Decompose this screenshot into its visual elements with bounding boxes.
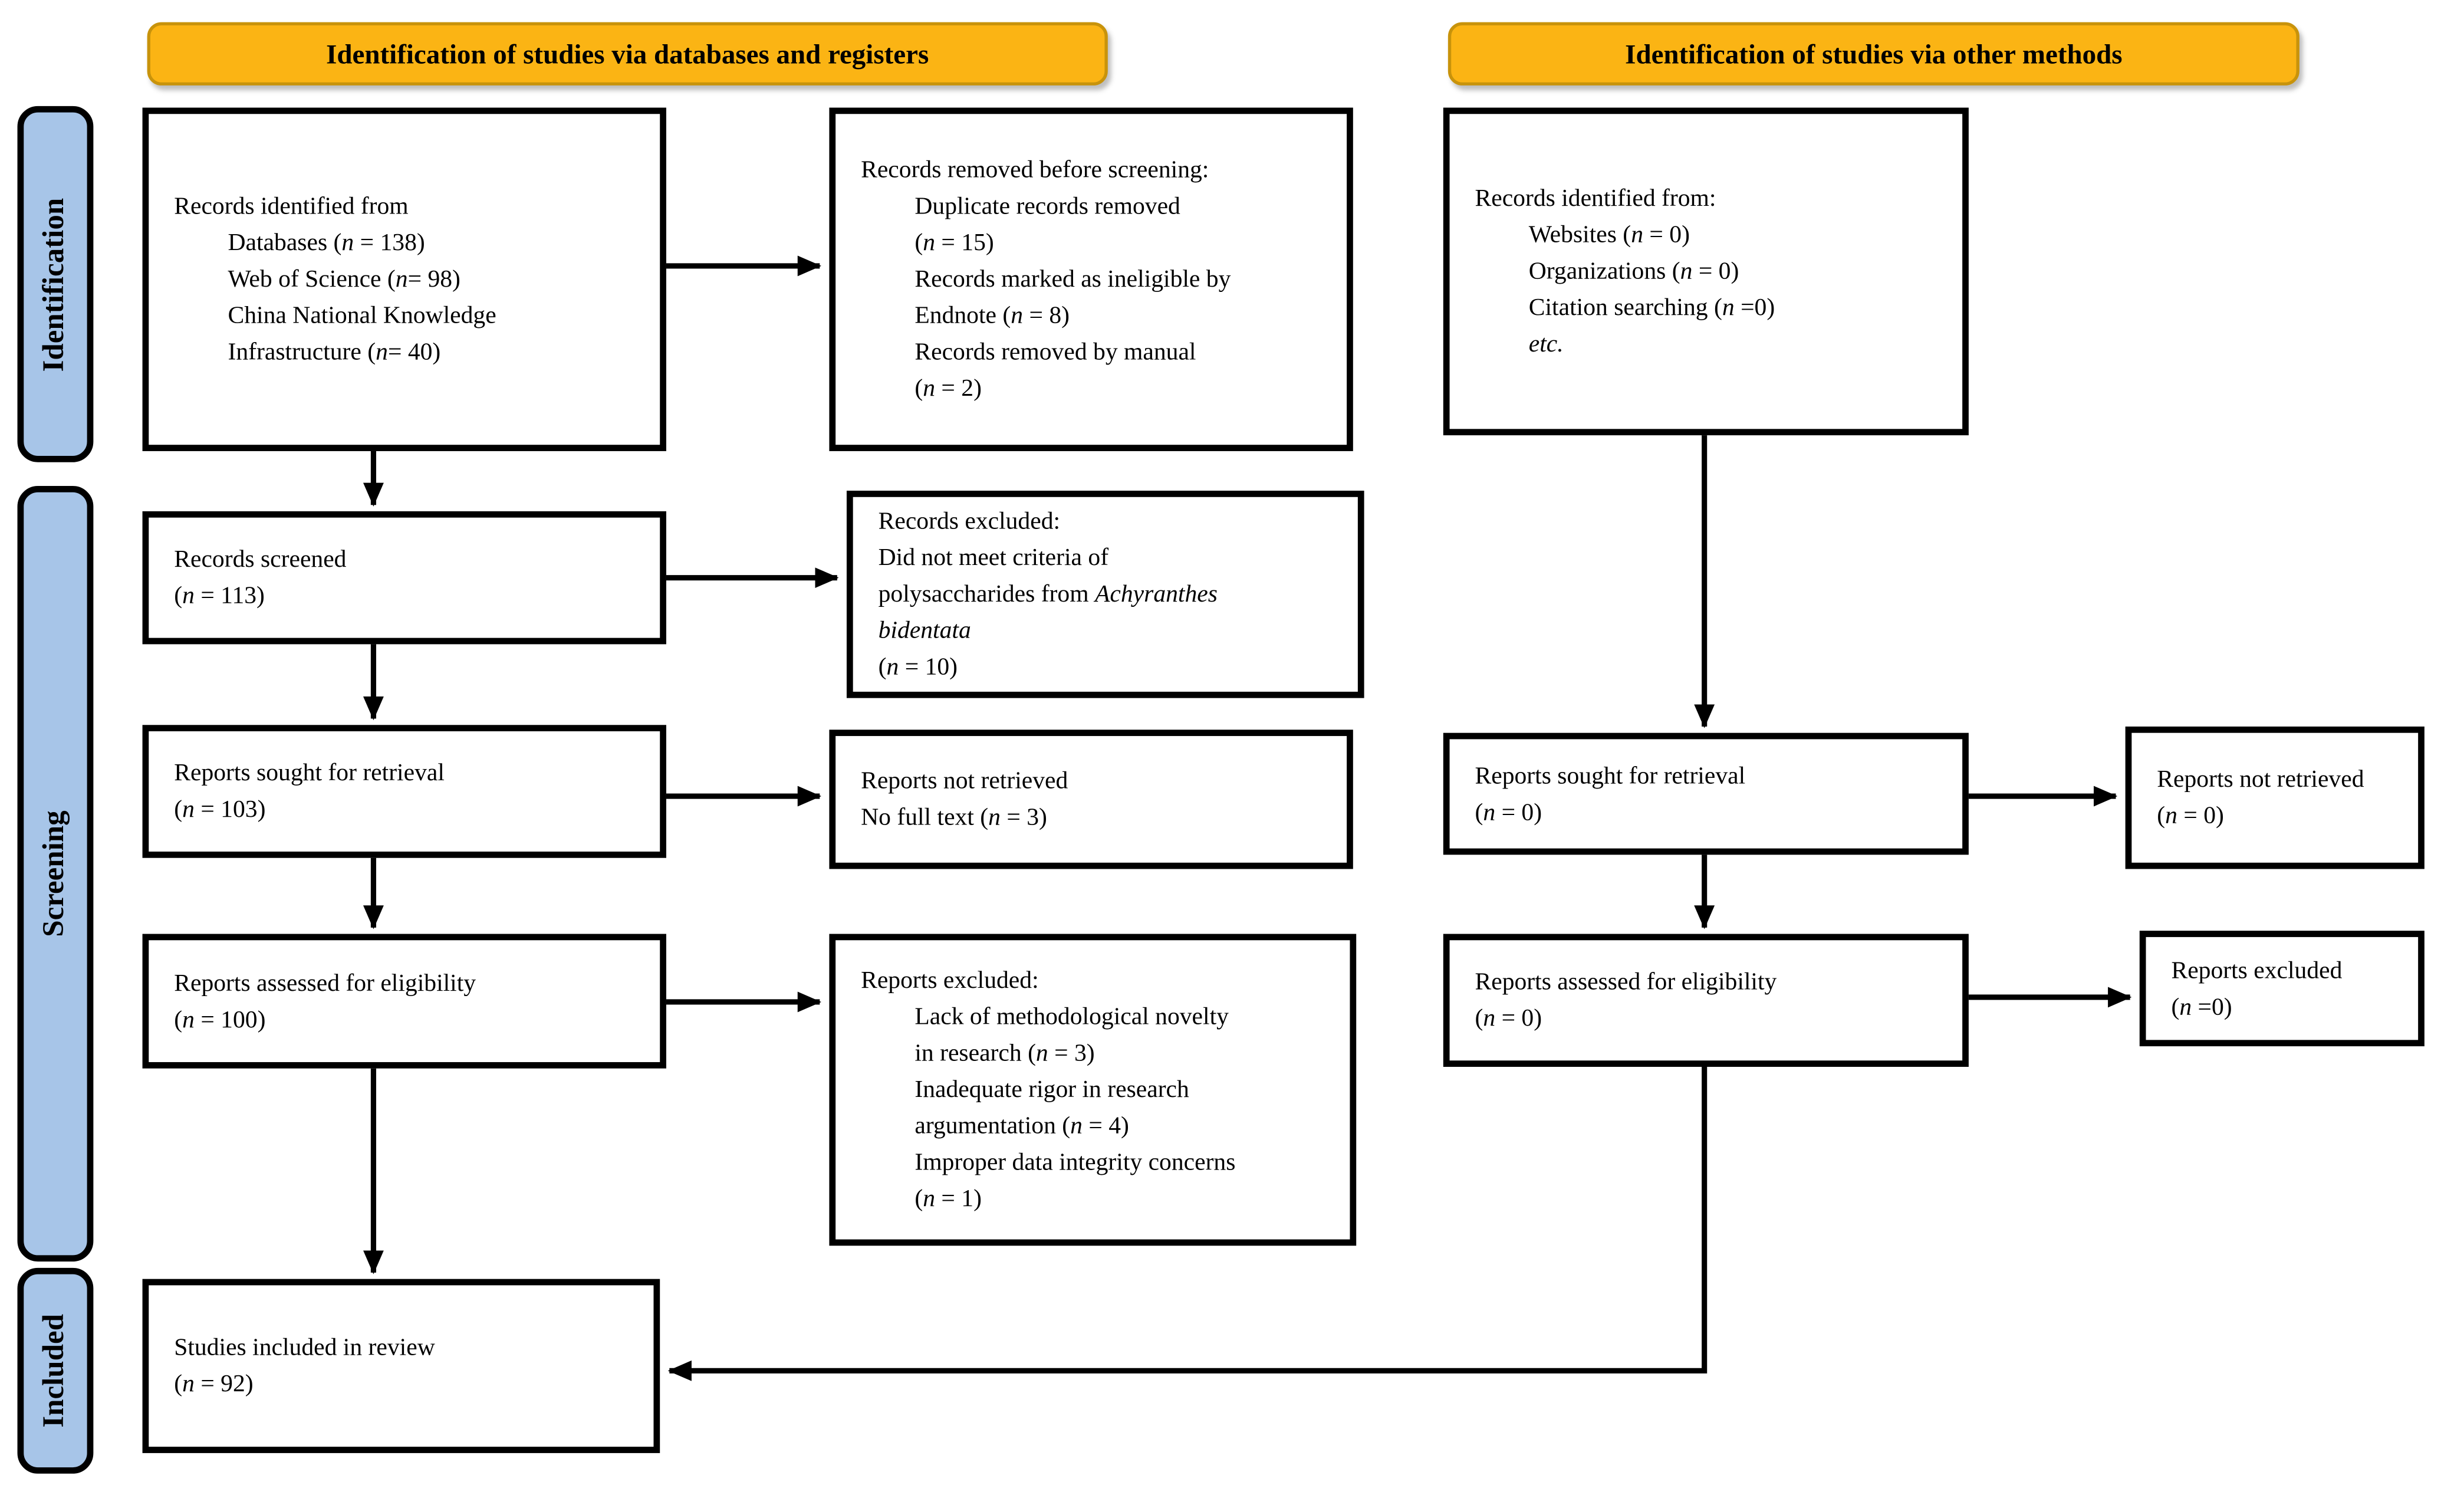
text-line: Records removed by manual [914, 339, 1196, 366]
text-line: (n = 10) [878, 653, 958, 681]
text-line: (n = 15) [914, 229, 994, 257]
box-reports-not-retrieved-other: Reports not retrieved (n = 0) [2125, 726, 2424, 869]
text-line: Reports assessed for eligibility [1475, 968, 1777, 996]
box-reports-excluded-other: Reports excluded (n =0) [2139, 931, 2424, 1047]
text-line: (n = 1) [914, 1185, 982, 1213]
text-line: Reports not retrieved [861, 767, 1068, 795]
sidebar-stage-identification: Identification [17, 106, 94, 462]
text-line: Reports not retrieved [2157, 766, 2364, 793]
text-line: Reports assessed for eligibility [174, 969, 476, 997]
box-reports-assessed-eligibility: Reports assessed for eligibility (n = 100… [142, 934, 666, 1069]
text-line: Records marked as ineligible by [914, 265, 1231, 293]
box-records-identified-other-methods: Records identified from: Websites (n = 0)… [1443, 107, 1969, 436]
text-line: (n = 92) [174, 1371, 254, 1398]
text-line: Reports sought for retrieval [1475, 762, 1746, 789]
text-line: Databases (n = 138) [228, 229, 425, 257]
text-line: in research (n = 3) [914, 1040, 1095, 1067]
text-line: (n = 103) [174, 796, 266, 823]
box-reports-assessed-eligibility-other: Reports assessed for eligibility (n = 0) [1443, 934, 1969, 1067]
header-label: Identification of studies via other meth… [1625, 37, 2123, 69]
box-reports-excluded-reasons: Reports excluded: Lack of methodological … [829, 934, 1357, 1246]
sidebar-stage-label: Screening [38, 810, 71, 937]
text-line: Inadequate rigor in research [914, 1076, 1189, 1103]
text-line: Lack of methodological novelty [914, 1003, 1229, 1031]
sidebar-stage-included: Included [17, 1267, 94, 1474]
sidebar-stage-screening: Screening [17, 485, 94, 1262]
text-line: polysaccharides from Achyranthes [878, 581, 1218, 608]
text-line: Web of Science (n= 98) [228, 265, 460, 293]
text-line: Infrastructure (n= 40) [228, 339, 441, 366]
text-line: No full text (n = 3) [861, 804, 1047, 832]
text-line: (n = 0) [1475, 1005, 1542, 1032]
box-records-removed-before-screening: Records removed before screening: Duplica… [829, 107, 1353, 451]
box-records-screened: Records screened (n = 113) [142, 511, 666, 645]
text-line: Endnote (n = 8) [914, 302, 1070, 330]
text-line: Records identified from: [1475, 185, 1716, 212]
text-line: argumentation (n = 4) [914, 1112, 1129, 1140]
text-line: (n =0) [2171, 993, 2232, 1020]
text-line: Studies included in review [174, 1334, 435, 1362]
text-line: Reports excluded [2171, 957, 2343, 984]
text-line: Did not meet criteria of [878, 544, 1109, 571]
text-line: Citation searching (n =0) [1528, 294, 1775, 321]
header-label: Identification of studies via databases … [326, 37, 929, 69]
text-line: Records excluded: [878, 508, 1061, 535]
text-line: etc. [1528, 330, 1564, 358]
text-line: Reports sought for retrieval [174, 760, 445, 787]
text-line: (n = 100) [174, 1006, 266, 1033]
box-reports-not-retrieved: Reports not retrieved No full text (n = 3… [829, 730, 1353, 869]
text-line: Records removed before screening: [861, 156, 1209, 184]
text-line: (n = 0) [1475, 799, 1542, 826]
text-line: China National Knowledge [228, 302, 496, 330]
header-identification-databases-registers: Identification of studies via databases … [147, 22, 1108, 86]
box-records-excluded: Records excluded: Did not meet criteria o… [846, 491, 1364, 698]
sidebar-stage-label: Identification [38, 197, 71, 372]
text-line: Duplicate records removed [914, 193, 1180, 221]
sidebar-stage-label: Included [38, 1313, 71, 1428]
text-line: (n = 113) [174, 582, 265, 610]
text-line: Records screened [174, 546, 347, 573]
text-line: Improper data integrity concerns [914, 1149, 1236, 1177]
text-line: Reports excluded: [861, 967, 1039, 994]
box-reports-sought-retrieval: Reports sought for retrieval (n = 103) [142, 725, 666, 858]
header-identification-other-methods: Identification of studies via other meth… [1448, 22, 2299, 86]
text-line: Organizations (n = 0) [1528, 258, 1739, 285]
text-line: Records identified from [174, 193, 409, 221]
text-line: (n = 0) [2157, 802, 2224, 830]
box-reports-sought-retrieval-other: Reports sought for retrieval (n = 0) [1443, 732, 1969, 855]
text-line: bidentata [878, 617, 971, 645]
text-line: (n = 2) [914, 375, 982, 402]
box-studies-included-review: Studies included in review (n = 92) [142, 1279, 660, 1453]
text-line: Websites (n = 0) [1528, 221, 1690, 249]
